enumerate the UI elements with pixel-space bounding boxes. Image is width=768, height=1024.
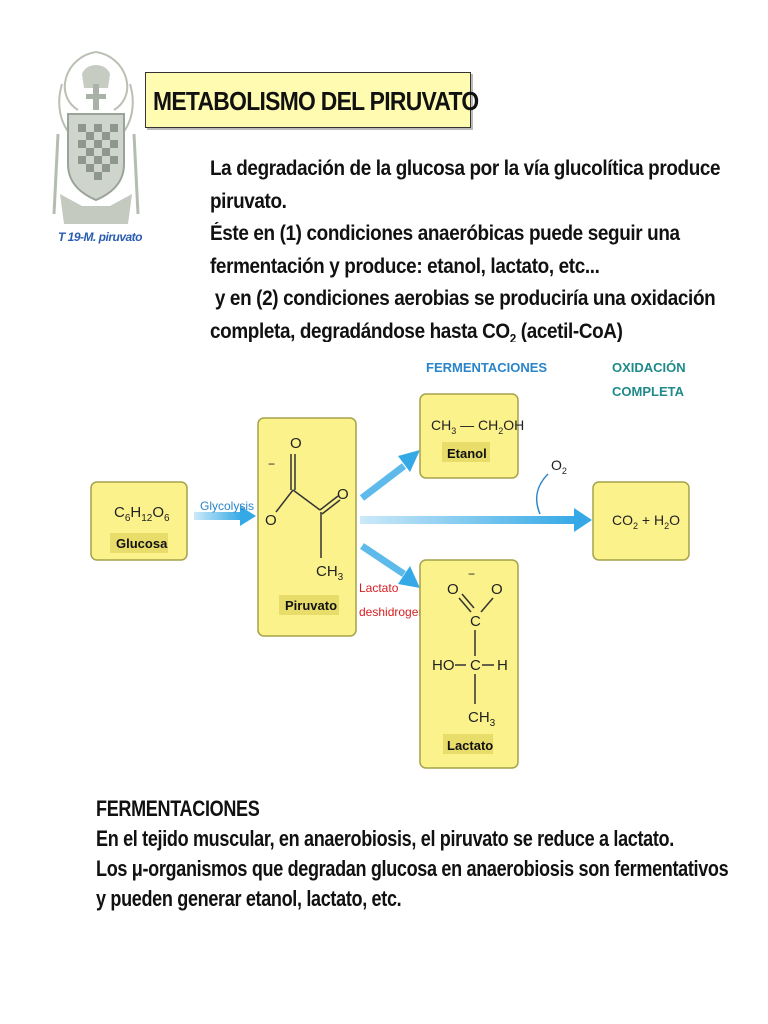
title-box <box>145 72 471 128</box>
oxidation-arrow-shaft <box>360 516 576 524</box>
lactato-label: Lactato <box>447 738 493 753</box>
lactato-arrow-head <box>398 566 420 588</box>
intro-line: y en (2) condiciones aerobias se produci… <box>210 287 716 310</box>
intro-line-co2-sub: 2 <box>509 330 517 342</box>
etanol-label: Etanol <box>447 446 487 461</box>
footer-heading: FERMENTACIONES <box>96 796 260 821</box>
lactato-o-left: O <box>447 581 459 598</box>
header-oxidacion-2: COMPLETA <box>612 384 685 399</box>
lactato-arrow-shaft <box>360 543 406 577</box>
intro-line-co2-post: (acetil-CoA) <box>515 319 623 343</box>
university-crest-logo <box>52 44 140 230</box>
lactato-h: H <box>497 657 508 674</box>
footer-line: En el tejido muscular, en anaerobiosis, … <box>96 826 674 851</box>
lactato-ch3: CH3 <box>468 709 496 729</box>
lactato-c1: C <box>470 613 481 630</box>
piruvato-charge: − <box>268 457 275 471</box>
piruvato-bonds <box>275 454 341 558</box>
lactato-bonds <box>455 593 494 704</box>
intro-paragraph: La degradación de la glucosa por la vía … <box>210 153 750 342</box>
intro-line: piruvato. <box>210 189 287 213</box>
footer-line: y pueden generar etanol, lactato, etc. <box>96 886 402 911</box>
logo-caption: T 19-M. piruvato <box>58 230 143 244</box>
header-fermentaciones: FERMENTACIONES <box>426 360 547 375</box>
etanol-arrow-head <box>398 450 420 472</box>
lactato-c2: C <box>470 657 481 674</box>
intro-line-co2: completa, degradándose hasta CO2 (acetil… <box>210 316 696 343</box>
page-title: METABOLISMO DEL PIRUVATO <box>153 86 479 116</box>
intro-line: La degradación de la glucosa por la vía … <box>210 157 721 180</box>
o2-curve <box>535 473 549 515</box>
footer-paragraph: FERMENTACIONES En el tejido muscular, en… <box>96 794 756 914</box>
lactato-charge: − <box>468 567 475 581</box>
lactato-box: O − O C HO C H CH3 Lactato <box>419 559 519 769</box>
glycolysis-arrow-head <box>240 506 256 526</box>
glucosa-box: C6H12O6 Glucosa <box>90 481 188 561</box>
piruvato-o-right: O <box>337 486 349 503</box>
etanol-box: CH3 — CH2OH Etanol <box>419 393 524 479</box>
lactato-o-right: O <box>491 581 503 598</box>
piruvato-label: Piruvato <box>285 598 337 613</box>
intro-clip: La degradación de la glucosa por la vía … <box>200 150 760 342</box>
intro-line: fermentación y produce: etanol, lactato,… <box>210 254 600 278</box>
intro-line: Éste en (1) condiciones anaeróbicas pued… <box>210 222 680 245</box>
intro-line-co2-pre: completa, degradándose hasta CO <box>210 319 510 343</box>
glycolysis-arrow-shaft <box>194 512 242 520</box>
co2-h2o-formula: CO2 + H2O <box>612 512 680 531</box>
glucosa-label: Glucosa <box>116 536 168 551</box>
oxidation-arrow-head <box>574 508 592 532</box>
piruvato-o-left: O <box>265 512 277 529</box>
piruvato-o-top: O <box>290 435 302 452</box>
o2-label: O2 <box>551 457 567 476</box>
footer-line: Los μ-organismos que degradan glucosa en… <box>96 856 729 881</box>
pyruvate-metabolism-diagram: FERMENTACIONES OXIDACIÓN COMPLETA C6H12O… <box>90 360 690 769</box>
piruvato-ch3: CH3 <box>316 563 344 583</box>
piruvato-box: O − O O CH3 Piruvato <box>257 417 357 637</box>
lactato-ho: HO <box>432 657 455 674</box>
glycolysis-label: Glycolysis <box>200 499 254 513</box>
enzyme-label-1: Lactato <box>359 581 399 595</box>
co2-h2o-box: CO2 + H2O <box>592 481 690 561</box>
header-oxidacion-1: OXIDACIÓN <box>612 360 686 375</box>
arrows <box>194 450 592 588</box>
etanol-arrow-shaft <box>359 463 407 501</box>
